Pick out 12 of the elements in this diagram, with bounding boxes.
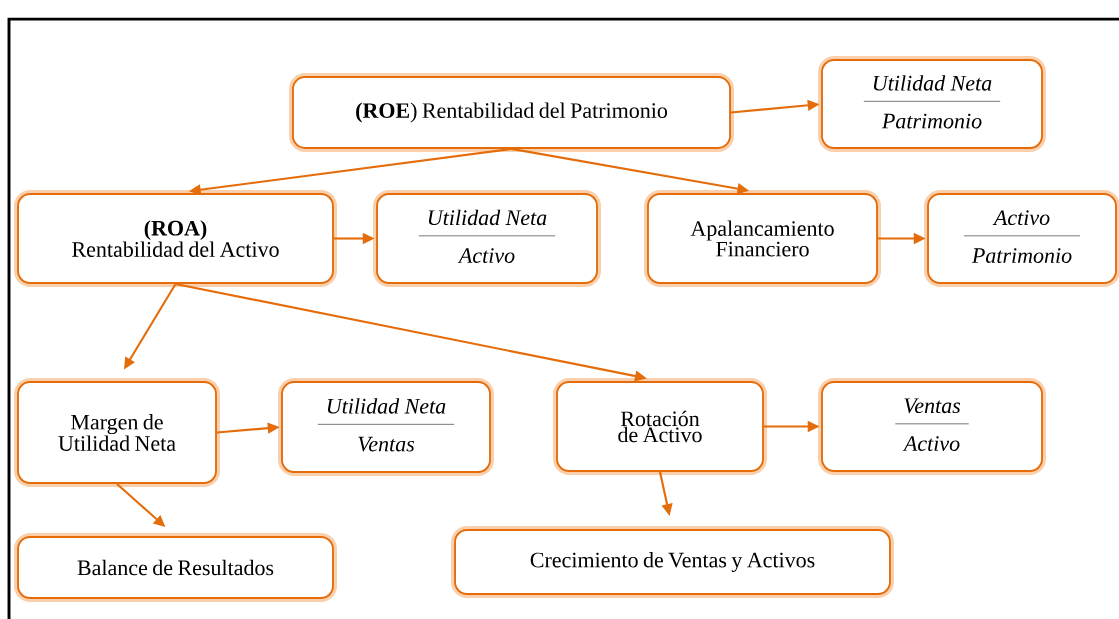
formula-box: Activo Patrimonio [924,190,1119,287]
process-box: Rotación de Activo [553,378,767,475]
process-box: (ROE) Rentabilidad del Patrimonio [289,73,734,152]
formula-box: Ventas Activo [818,378,1046,475]
formula-box: Utilidad Neta Patrimonio [818,56,1046,152]
formula-box: Utilidad Neta Ventas [278,378,494,476]
process-box: Margen de Utilidad Neta [14,378,220,487]
process-box: Balance de Resultados [14,533,337,602]
process-box: Crecimiento de Ventas y Activos [451,526,894,598]
process-box: Apalancamiento Financiero [644,190,881,287]
formula-box: Utilidad Neta Activo [373,190,601,287]
process-box: (ROA) Rentabilidad del Activo [14,190,337,287]
